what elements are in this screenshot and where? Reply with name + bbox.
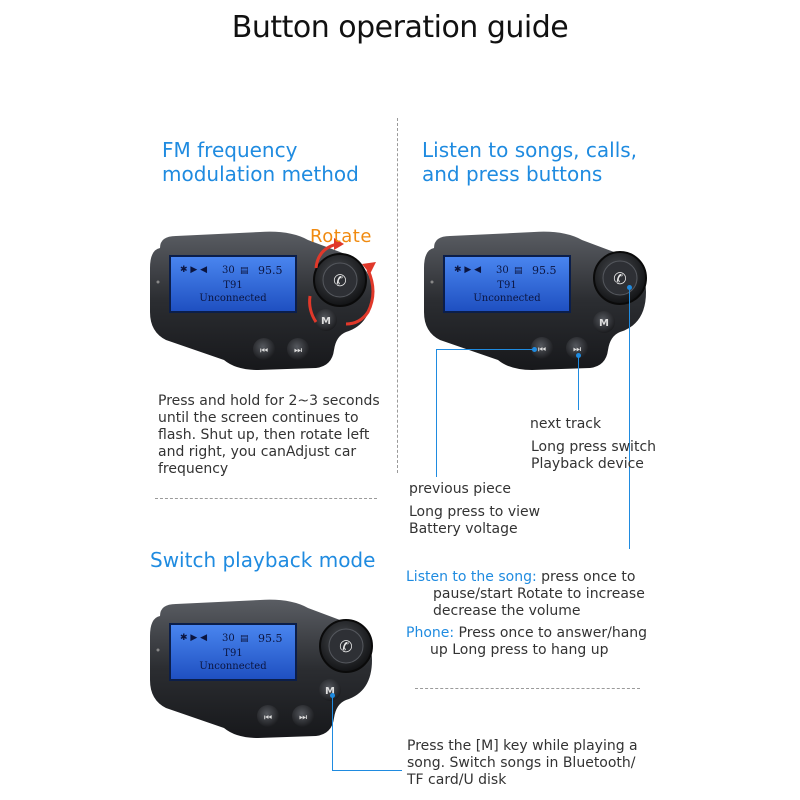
listen-title-line2: and press buttons — [422, 162, 603, 186]
prev-long-press: Long press to view Battery voltage — [409, 504, 540, 538]
lcd-model: T91 — [497, 280, 516, 291]
lcd-frequency: 95.5 — [258, 264, 283, 277]
lcd-frequency: 95.5 — [532, 264, 557, 277]
switch-description: Press the [M] key while playing a song. … — [407, 738, 667, 789]
prev-long-line2: Battery voltage — [409, 521, 518, 537]
prev-long-line1: Long press to view — [409, 504, 541, 520]
phone-line1: Phone: Press once to answer/hang — [406, 625, 676, 642]
vertical-divider — [397, 118, 398, 473]
next-long-line2: Playback device — [531, 456, 644, 472]
lcd-status: Unconnected — [199, 293, 267, 304]
switch-desc-line: Press the [M] key while playing a — [407, 738, 638, 754]
song-line3: decrease the volume — [433, 603, 581, 619]
page-title: Button operation guide — [231, 10, 569, 45]
fm-device-image: ✱ ▶ ◀ 30 ▤ 95.5 T91 Unconnected ✆ M ⏮ ⏭ — [140, 228, 380, 378]
rotate-arrow-down-icon — [345, 269, 375, 326]
left-divider — [155, 498, 377, 499]
next-icon: ⏭ — [294, 346, 302, 356]
phone-text1: Press once to answer/hang — [454, 625, 648, 641]
switch-device-image: ✱ ▶ ◀ 30 ▤ 95.5 T91 Unconnected ✆ M ⏮ ⏭ — [140, 596, 380, 746]
m-callout-line-horizontal — [332, 770, 402, 771]
next-track-label: next track — [530, 416, 602, 432]
rotate-label: Rotate — [310, 226, 372, 247]
listen-section-title: Listen to songs, calls, and press button… — [422, 138, 637, 186]
right-divider — [415, 688, 640, 689]
phone-icon: ✆ — [333, 271, 346, 290]
next-long-press: Long press switch Playback device — [531, 439, 656, 473]
prev-callout-line-vertical — [436, 349, 437, 477]
next-callout-dot — [576, 353, 581, 358]
switch-desc-line: song. Switch songs in Bluetooth/ — [407, 755, 636, 771]
prev-callout-dot — [532, 347, 537, 352]
next-icon: ⏭ — [299, 713, 307, 723]
prev-icon: ⏮ — [260, 346, 268, 356]
phone-description: Phone: Press once to answer/hang up Long… — [406, 625, 676, 659]
m-button-label: M — [599, 318, 609, 329]
fm-description: Press and hold for 2~3 seconds until the… — [158, 393, 394, 478]
lcd-model: T91 — [223, 648, 242, 659]
prev-icon: ⏮ — [538, 345, 546, 355]
bluetooth-icon: ✱ ▶ ◀ — [180, 265, 207, 275]
fm-desc-line: and right, you canAdjust car — [158, 444, 357, 460]
next-icon: ⏭ — [573, 345, 581, 355]
song-text1: press once to — [536, 569, 636, 585]
song-line2: pause/start Rotate to increase — [433, 586, 645, 602]
m-callout-line — [332, 696, 333, 770]
lcd-status-number: 30 — [222, 265, 235, 276]
lcd-frequency: 95.5 — [258, 632, 283, 645]
knob-callout-dot — [627, 285, 632, 290]
bluetooth-icon: ✱ ▶ ◀ — [454, 265, 481, 275]
phone-icon: ✆ — [339, 637, 352, 656]
phone-label: Phone: — [406, 625, 455, 641]
fm-title-line2: modulation method — [162, 162, 359, 186]
lcd-status: Unconnected — [199, 661, 267, 672]
m-button-label: M — [321, 316, 331, 327]
listen-title-line1: Listen to songs, calls, — [422, 138, 638, 162]
song-line1: Listen to the song: press once to — [406, 569, 676, 586]
lcd-status: Unconnected — [473, 293, 541, 304]
knob-callout-line — [629, 287, 630, 549]
m-callout-dot — [330, 693, 335, 698]
switch-section-title: Switch playback mode — [150, 548, 376, 572]
battery-icon: ▤ — [514, 266, 523, 276]
battery-icon: ▤ — [240, 266, 249, 276]
battery-icon: ▤ — [240, 634, 249, 644]
fm-desc-line: flash. Shut up, then rotate left — [158, 427, 370, 443]
lcd-status-number: 30 — [222, 633, 235, 644]
phone-icon: ✆ — [613, 269, 626, 288]
switch-desc-line: TF card/U disk — [407, 772, 507, 788]
fm-desc-line: Press and hold for 2~3 seconds — [158, 393, 380, 409]
fm-desc-line: frequency — [158, 461, 229, 477]
lcd-model: T91 — [223, 280, 242, 291]
previous-piece-label: previous piece — [409, 481, 512, 497]
next-callout-line — [578, 356, 579, 410]
prev-icon: ⏮ — [264, 713, 272, 723]
song-description: Listen to the song: press once to pause/… — [406, 569, 676, 620]
m-button-label: M — [325, 686, 335, 697]
prev-callout-line — [436, 349, 534, 350]
song-label: Listen to the song: — [406, 569, 537, 585]
fm-section-title: FM frequency modulation method — [162, 138, 359, 186]
fm-title-line1: FM frequency — [162, 138, 298, 162]
lcd-status-number: 30 — [496, 265, 509, 276]
next-long-line1: Long press switch — [531, 439, 657, 455]
fm-desc-line: until the screen continues to — [158, 410, 359, 426]
phone-line2: up Long press to hang up — [430, 642, 609, 658]
bluetooth-icon: ✱ ▶ ◀ — [180, 633, 207, 643]
listen-device-image: ✱ ▶ ◀ 30 ▤ 95.5 T91 Unconnected ✆ M ⏮ ⏭ — [414, 228, 654, 378]
